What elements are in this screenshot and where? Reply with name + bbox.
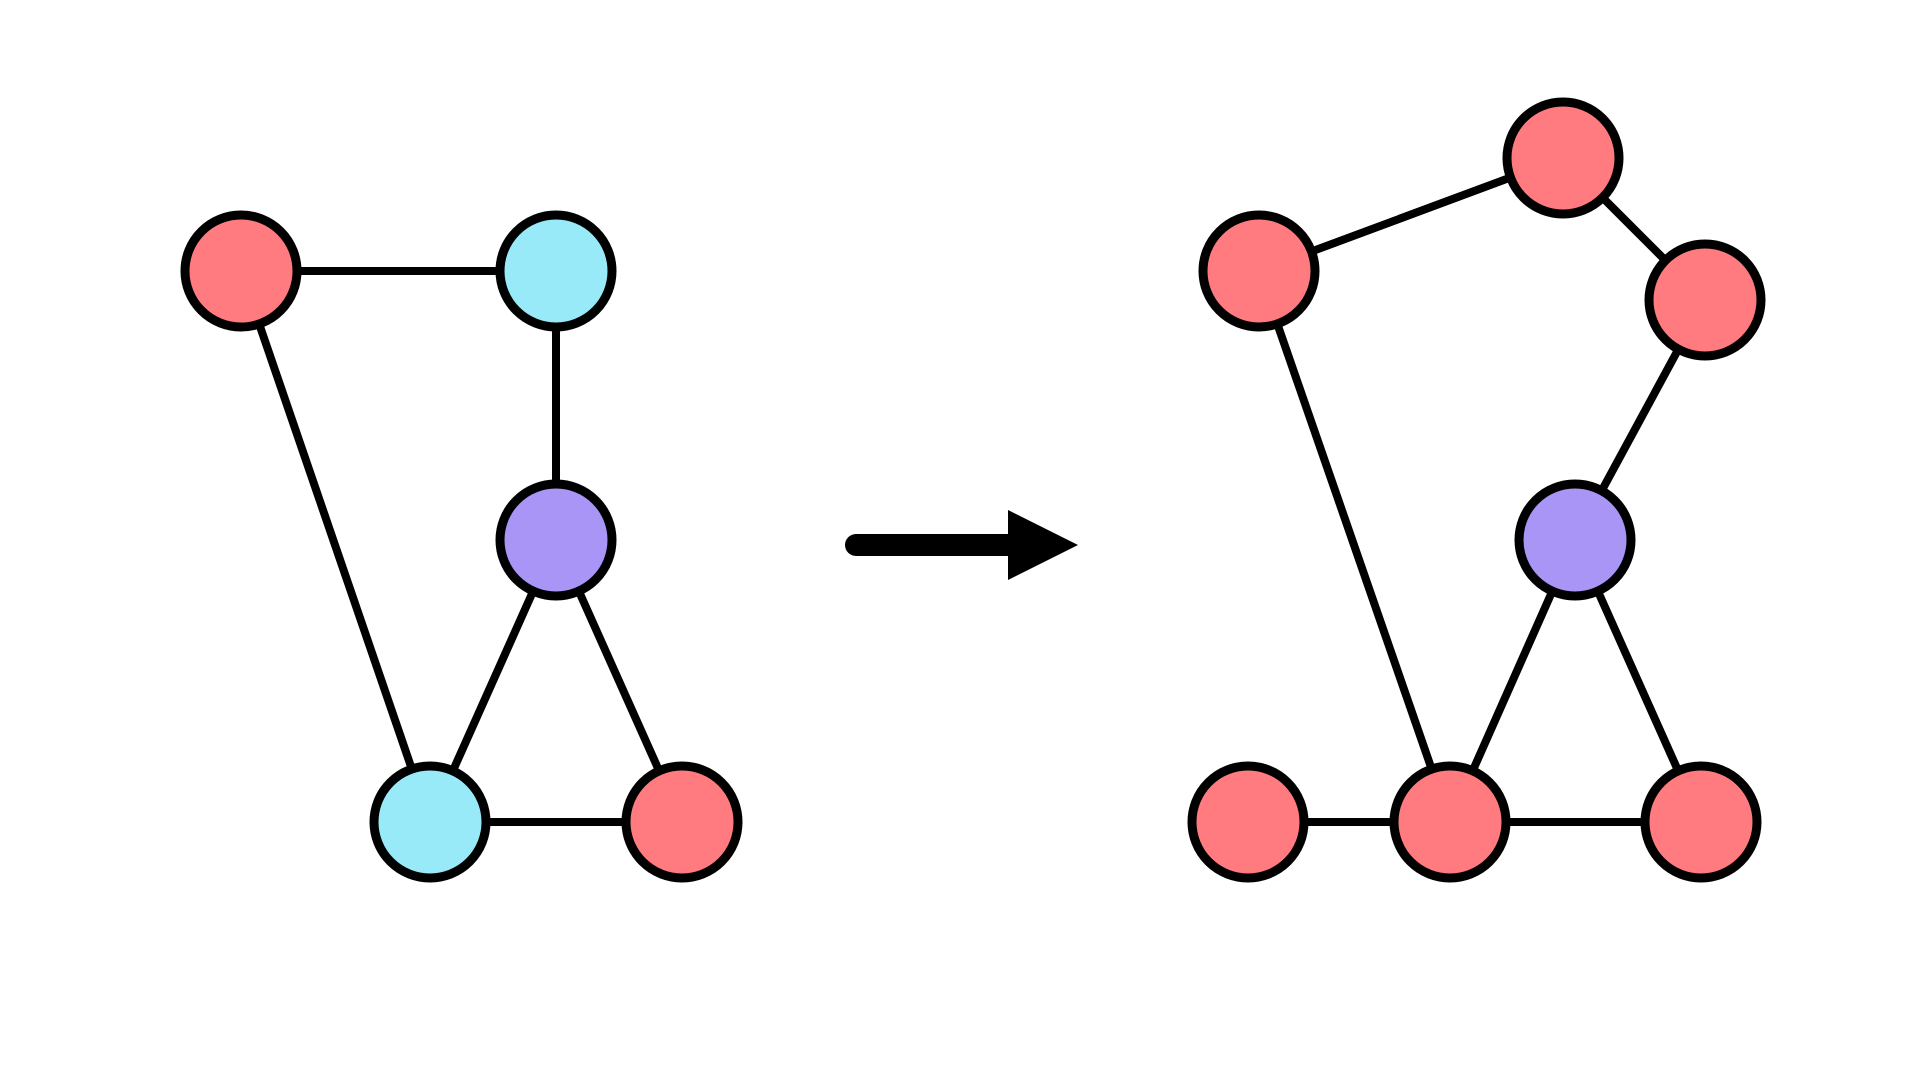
node-a-red <box>180 210 302 332</box>
node-f-red <box>1502 97 1624 219</box>
edge-a-d <box>237 269 434 824</box>
node-d-cyan <box>369 761 491 883</box>
node-d-red <box>1389 761 1511 883</box>
graph-after <box>1187 97 1766 883</box>
node-g-red <box>1644 239 1766 361</box>
edge-a-d <box>1255 269 1454 824</box>
node-a-red <box>1198 210 1320 332</box>
graph-before <box>180 210 743 883</box>
node-c-purple <box>495 479 617 601</box>
right-arrow-icon <box>845 510 1078 580</box>
node-b-cyan <box>495 210 617 332</box>
node-e-red <box>1640 761 1762 883</box>
node-h-red <box>1187 761 1309 883</box>
arrow-head <box>1008 510 1078 580</box>
node-e-red <box>621 761 743 883</box>
node-c-purple <box>1514 479 1636 601</box>
